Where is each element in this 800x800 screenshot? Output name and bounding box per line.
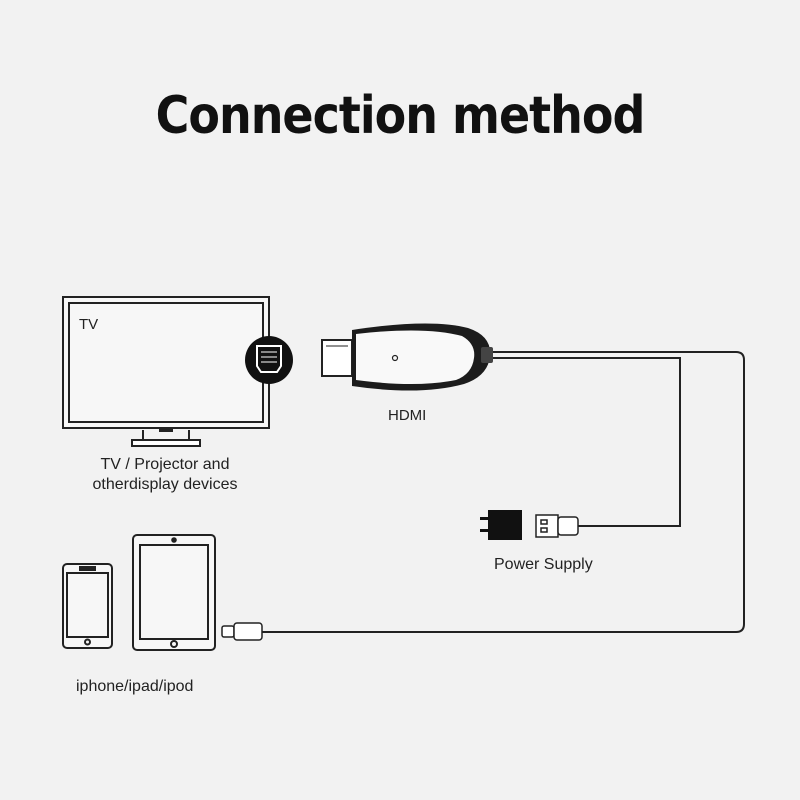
tv-caption-line2: otherdisplay devices xyxy=(92,476,238,493)
hdmi-port-icon xyxy=(245,336,293,384)
tv-caption: TV / Projector and otherdisplay devices xyxy=(60,455,270,495)
power-plug-icon xyxy=(480,510,522,540)
tv-screen-label: TV xyxy=(79,316,99,333)
mobile-devices-label: iphone/ipad/ipod xyxy=(76,678,194,695)
lightning-connector-icon xyxy=(221,622,263,641)
phone-icon xyxy=(62,563,113,649)
hdmi-adapter-icon xyxy=(321,323,493,391)
power-supply-label: Power Supply xyxy=(494,556,593,573)
tv-icon xyxy=(62,296,270,447)
usb-connector-icon xyxy=(535,514,579,538)
hdmi-label: HDMI xyxy=(388,407,427,424)
cables xyxy=(262,351,745,633)
tablet-icon xyxy=(132,534,216,651)
tv-caption-line1: TV / Projector and xyxy=(100,456,230,473)
diagram-title: Connection method xyxy=(155,84,646,146)
